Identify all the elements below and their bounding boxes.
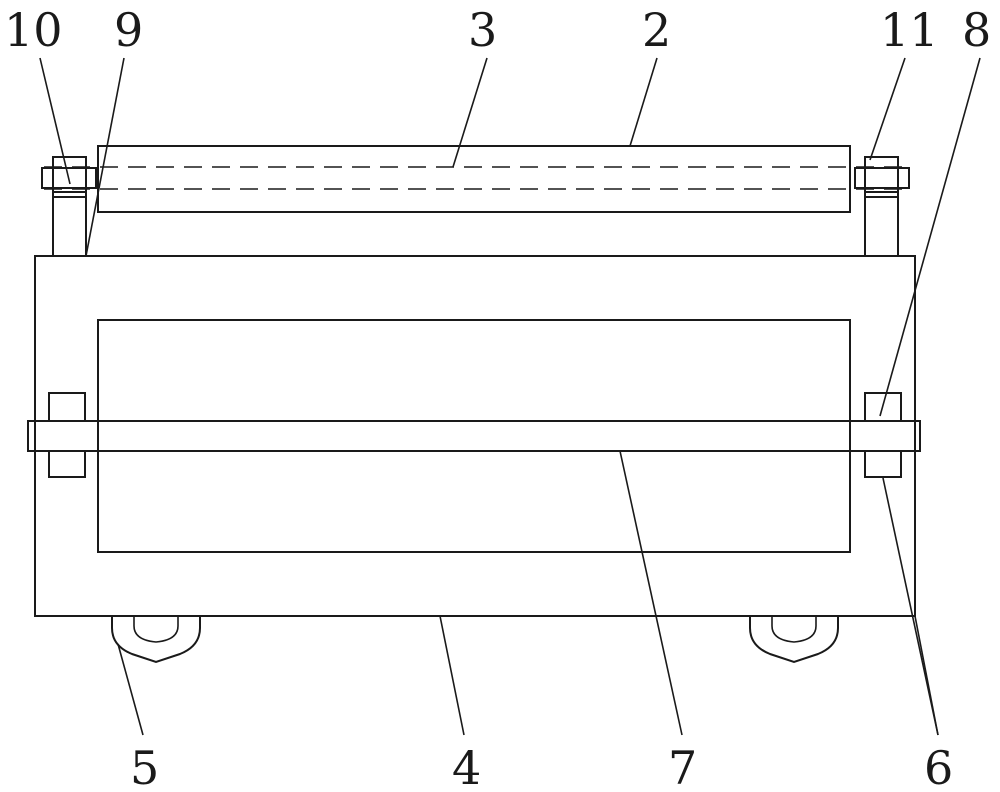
label-9: 9 bbox=[114, 3, 143, 57]
label-6: 6 bbox=[924, 741, 953, 792]
right-nut-block bbox=[864, 156, 899, 198]
cross-bar bbox=[27, 420, 921, 452]
leader-5 bbox=[117, 643, 144, 736]
label-5: 5 bbox=[130, 741, 159, 792]
right-caster bbox=[749, 616, 839, 664]
right-clamp-upper bbox=[864, 392, 902, 422]
label-3: 3 bbox=[468, 3, 497, 57]
inner-window bbox=[97, 319, 851, 553]
left-caster bbox=[111, 616, 201, 664]
label-7: 7 bbox=[668, 741, 697, 792]
left-clamp-lower bbox=[48, 450, 86, 478]
right-nut-flange bbox=[854, 167, 910, 189]
top-plate bbox=[97, 145, 851, 213]
left-clamp-upper bbox=[48, 392, 86, 422]
label-8: 8 bbox=[962, 3, 991, 57]
leader-9 bbox=[85, 57, 125, 257]
label-4: 4 bbox=[452, 741, 481, 792]
label-10: 10 bbox=[4, 3, 63, 57]
leader-10 bbox=[39, 57, 71, 185]
leader-2 bbox=[629, 57, 658, 147]
left-nut-flange bbox=[41, 167, 97, 189]
right-upright-post bbox=[864, 191, 899, 257]
leader-11 bbox=[869, 57, 906, 161]
leader-7 bbox=[619, 450, 683, 736]
leader-3 bbox=[452, 57, 488, 168]
leader-4 bbox=[439, 615, 465, 736]
main-frame bbox=[34, 255, 916, 617]
leader-8 bbox=[879, 57, 981, 417]
label-11: 11 bbox=[880, 3, 939, 57]
left-nut-block bbox=[52, 156, 87, 198]
left-upright-post bbox=[52, 191, 87, 257]
right-clamp-lower bbox=[864, 450, 902, 478]
label-2: 2 bbox=[642, 3, 671, 57]
leader-6b bbox=[914, 615, 939, 736]
leader-6 bbox=[882, 477, 939, 736]
